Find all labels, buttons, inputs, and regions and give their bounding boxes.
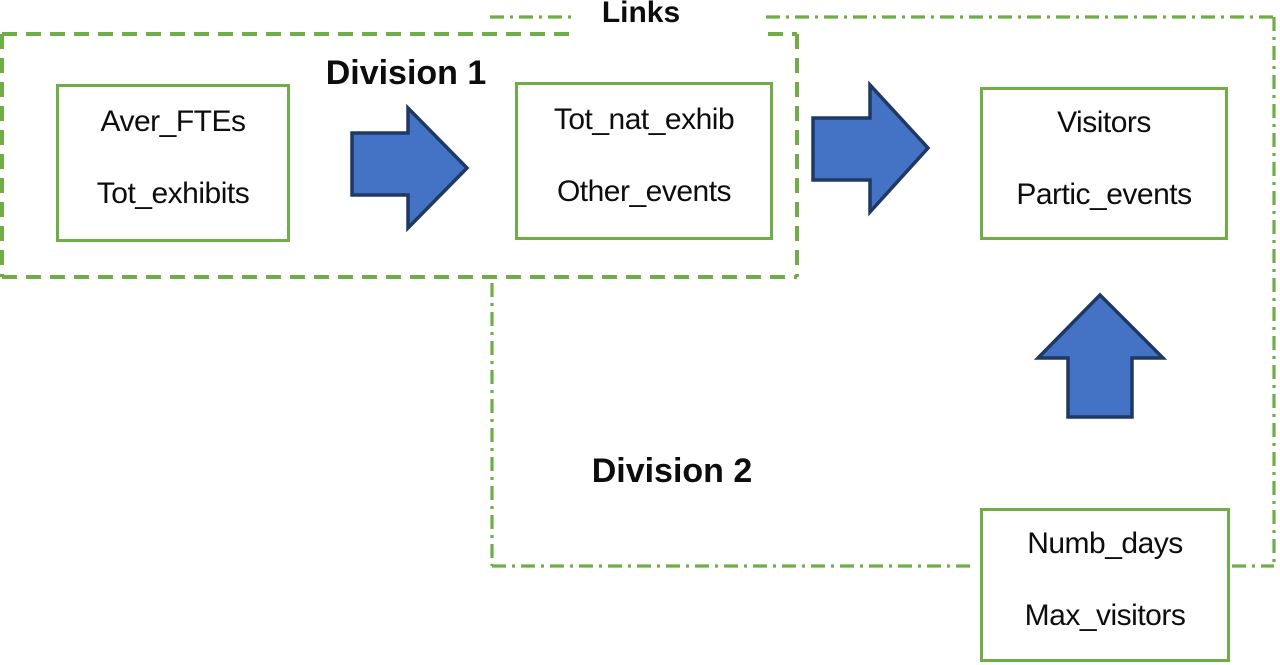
variable-label-other-events: Other_events bbox=[556, 175, 732, 208]
division1-region-label: Division 1 bbox=[319, 52, 493, 94]
variable-label-tot-exhibits: Tot_exhibits bbox=[96, 177, 250, 210]
division1-region-border bbox=[0, 32, 799, 279]
variable-box-division1-outputs: Tot_nat_exhib Other_events bbox=[515, 82, 773, 240]
links-region-label: Links bbox=[595, 0, 687, 32]
variable-box-division2-outputs: Visitors Partic_events bbox=[980, 87, 1228, 240]
up-arrow-division2 bbox=[1033, 292, 1168, 419]
links-division2-region-border bbox=[490, 15, 1276, 568]
division2-region-label: Division 2 bbox=[585, 450, 759, 492]
variable-label-partic-events: Partic_events bbox=[1016, 177, 1192, 211]
variable-box-division1-inputs: Aver_FTEs Tot_exhibits bbox=[56, 84, 290, 242]
variable-label-numb-days: Numb_days bbox=[1027, 527, 1183, 560]
right-arrow-division1 bbox=[350, 103, 470, 233]
variable-box-division2-inputs: Numb_days Max_visitors bbox=[980, 508, 1230, 662]
variable-label-visitors: Visitors bbox=[1057, 105, 1151, 139]
variable-label-aver-ftes: Aver_FTEs bbox=[100, 105, 247, 138]
variable-label-max-visitors: Max_visitors bbox=[1024, 599, 1186, 632]
variable-label-tot-nat-exhib: Tot_nat_exhib bbox=[553, 103, 735, 136]
right-arrow-links bbox=[811, 80, 931, 217]
